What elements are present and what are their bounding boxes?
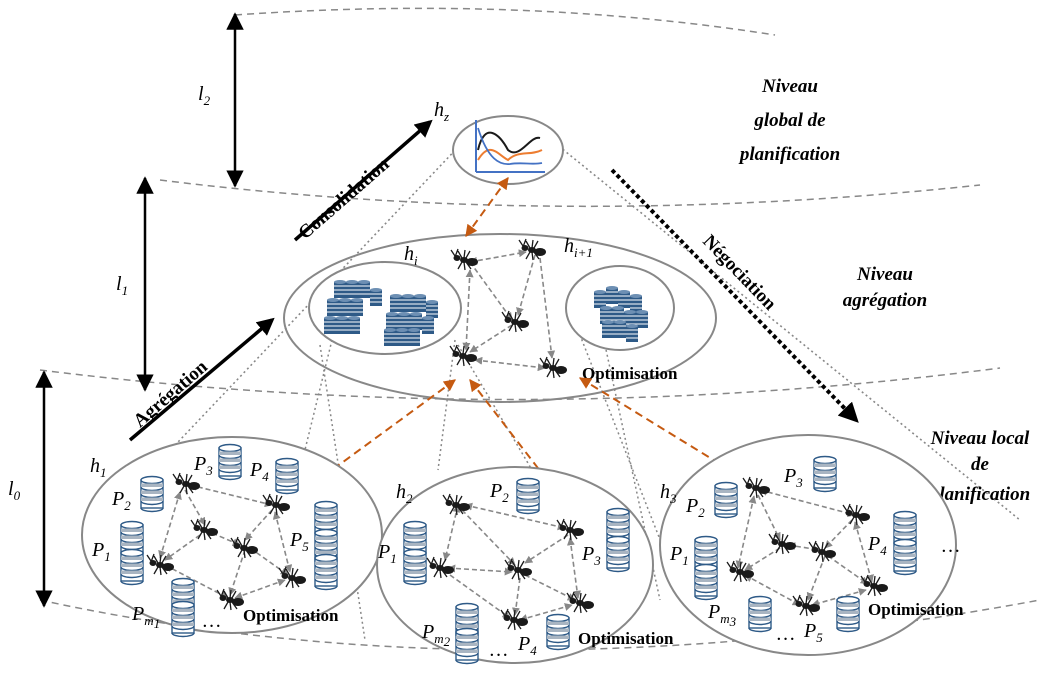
ant-right [539, 356, 568, 379]
l1-label: l1 [116, 273, 128, 298]
l0-label: l0 [8, 478, 21, 503]
h3-p2: P2 [685, 495, 705, 520]
h1-label: h1 [90, 455, 107, 480]
h3-label: h3 [660, 481, 677, 506]
chart-icon [475, 120, 545, 173]
h3-p5: P5 [803, 620, 823, 645]
h1-ant-links [158, 482, 293, 600]
hz-label: hz [434, 99, 449, 124]
h3-pm: Pm3 [707, 601, 737, 629]
h3-optimisation-label: Optimisation [868, 600, 964, 619]
ant-center [501, 310, 530, 333]
level-boundary-top [234, 7, 776, 36]
h1-optimisation-label: Optimisation [243, 606, 339, 625]
l2-label: l2 [198, 83, 211, 108]
hi1-label: hi+1 [564, 235, 593, 260]
aggregation-arrow [128, 317, 275, 442]
h3-p4: P4 [867, 533, 887, 558]
global-level-label: Niveau global de planification [738, 76, 840, 165]
aggregation-label: Agrégation [130, 356, 213, 432]
h3-p1: P1 [669, 543, 689, 568]
svg-text:planification: planification [738, 144, 840, 165]
aggr-to-h2 [437, 339, 456, 471]
negotiation-arrow [610, 168, 859, 423]
svg-text:Niveau: Niveau [761, 76, 818, 97]
h2-p3: P3 [581, 543, 601, 568]
h2-ellipsis: … [490, 639, 508, 661]
h1-ellipsis: … [203, 610, 221, 632]
h1-p4: P4 [249, 459, 269, 484]
aggr-to-h3 [577, 329, 669, 561]
h1-p2: P2 [111, 488, 131, 513]
svg-text:global de: global de [753, 110, 826, 131]
consolidation-arrow [293, 119, 433, 242]
ant-hi1 [518, 238, 547, 261]
local-level-label: Niveau local de planification [928, 428, 1030, 505]
h2-optimisation-label: Optimisation [578, 629, 674, 648]
h2-p4: P4 [517, 633, 537, 658]
ant-hi [450, 248, 479, 271]
h3-ellipsis-right: … [942, 535, 960, 557]
svg-text:agrégation: agrégation [843, 290, 927, 311]
ant-left [449, 344, 478, 367]
svg-text:de: de [971, 454, 990, 475]
h1-p5: P5 [289, 529, 309, 554]
aggregation-level-label: Niveau agrégation [843, 264, 927, 311]
h2-p1: P1 [377, 541, 397, 566]
h2-pm: Pm2 [421, 621, 451, 649]
svg-text:Niveau local: Niveau local [930, 428, 1030, 449]
h3-ellipsis: … [777, 623, 795, 645]
h1-p1: P1 [91, 539, 111, 564]
hi-label: hi [404, 243, 418, 268]
aggregation-ant-links [462, 249, 556, 372]
h2-p2: P2 [489, 480, 509, 505]
level-boundary-2 [159, 179, 981, 208]
h2-ant-links [442, 502, 582, 622]
aggregation-optimisation-label: Optimisation [582, 364, 678, 383]
svg-text:Niveau: Niveau [856, 264, 913, 285]
h1-pm: Pm1 [131, 603, 160, 631]
h3-p3: P3 [783, 465, 803, 490]
h1-p3: P3 [193, 453, 213, 478]
svg-text:planification: planification [928, 484, 1030, 505]
h2-label: h2 [396, 481, 413, 506]
